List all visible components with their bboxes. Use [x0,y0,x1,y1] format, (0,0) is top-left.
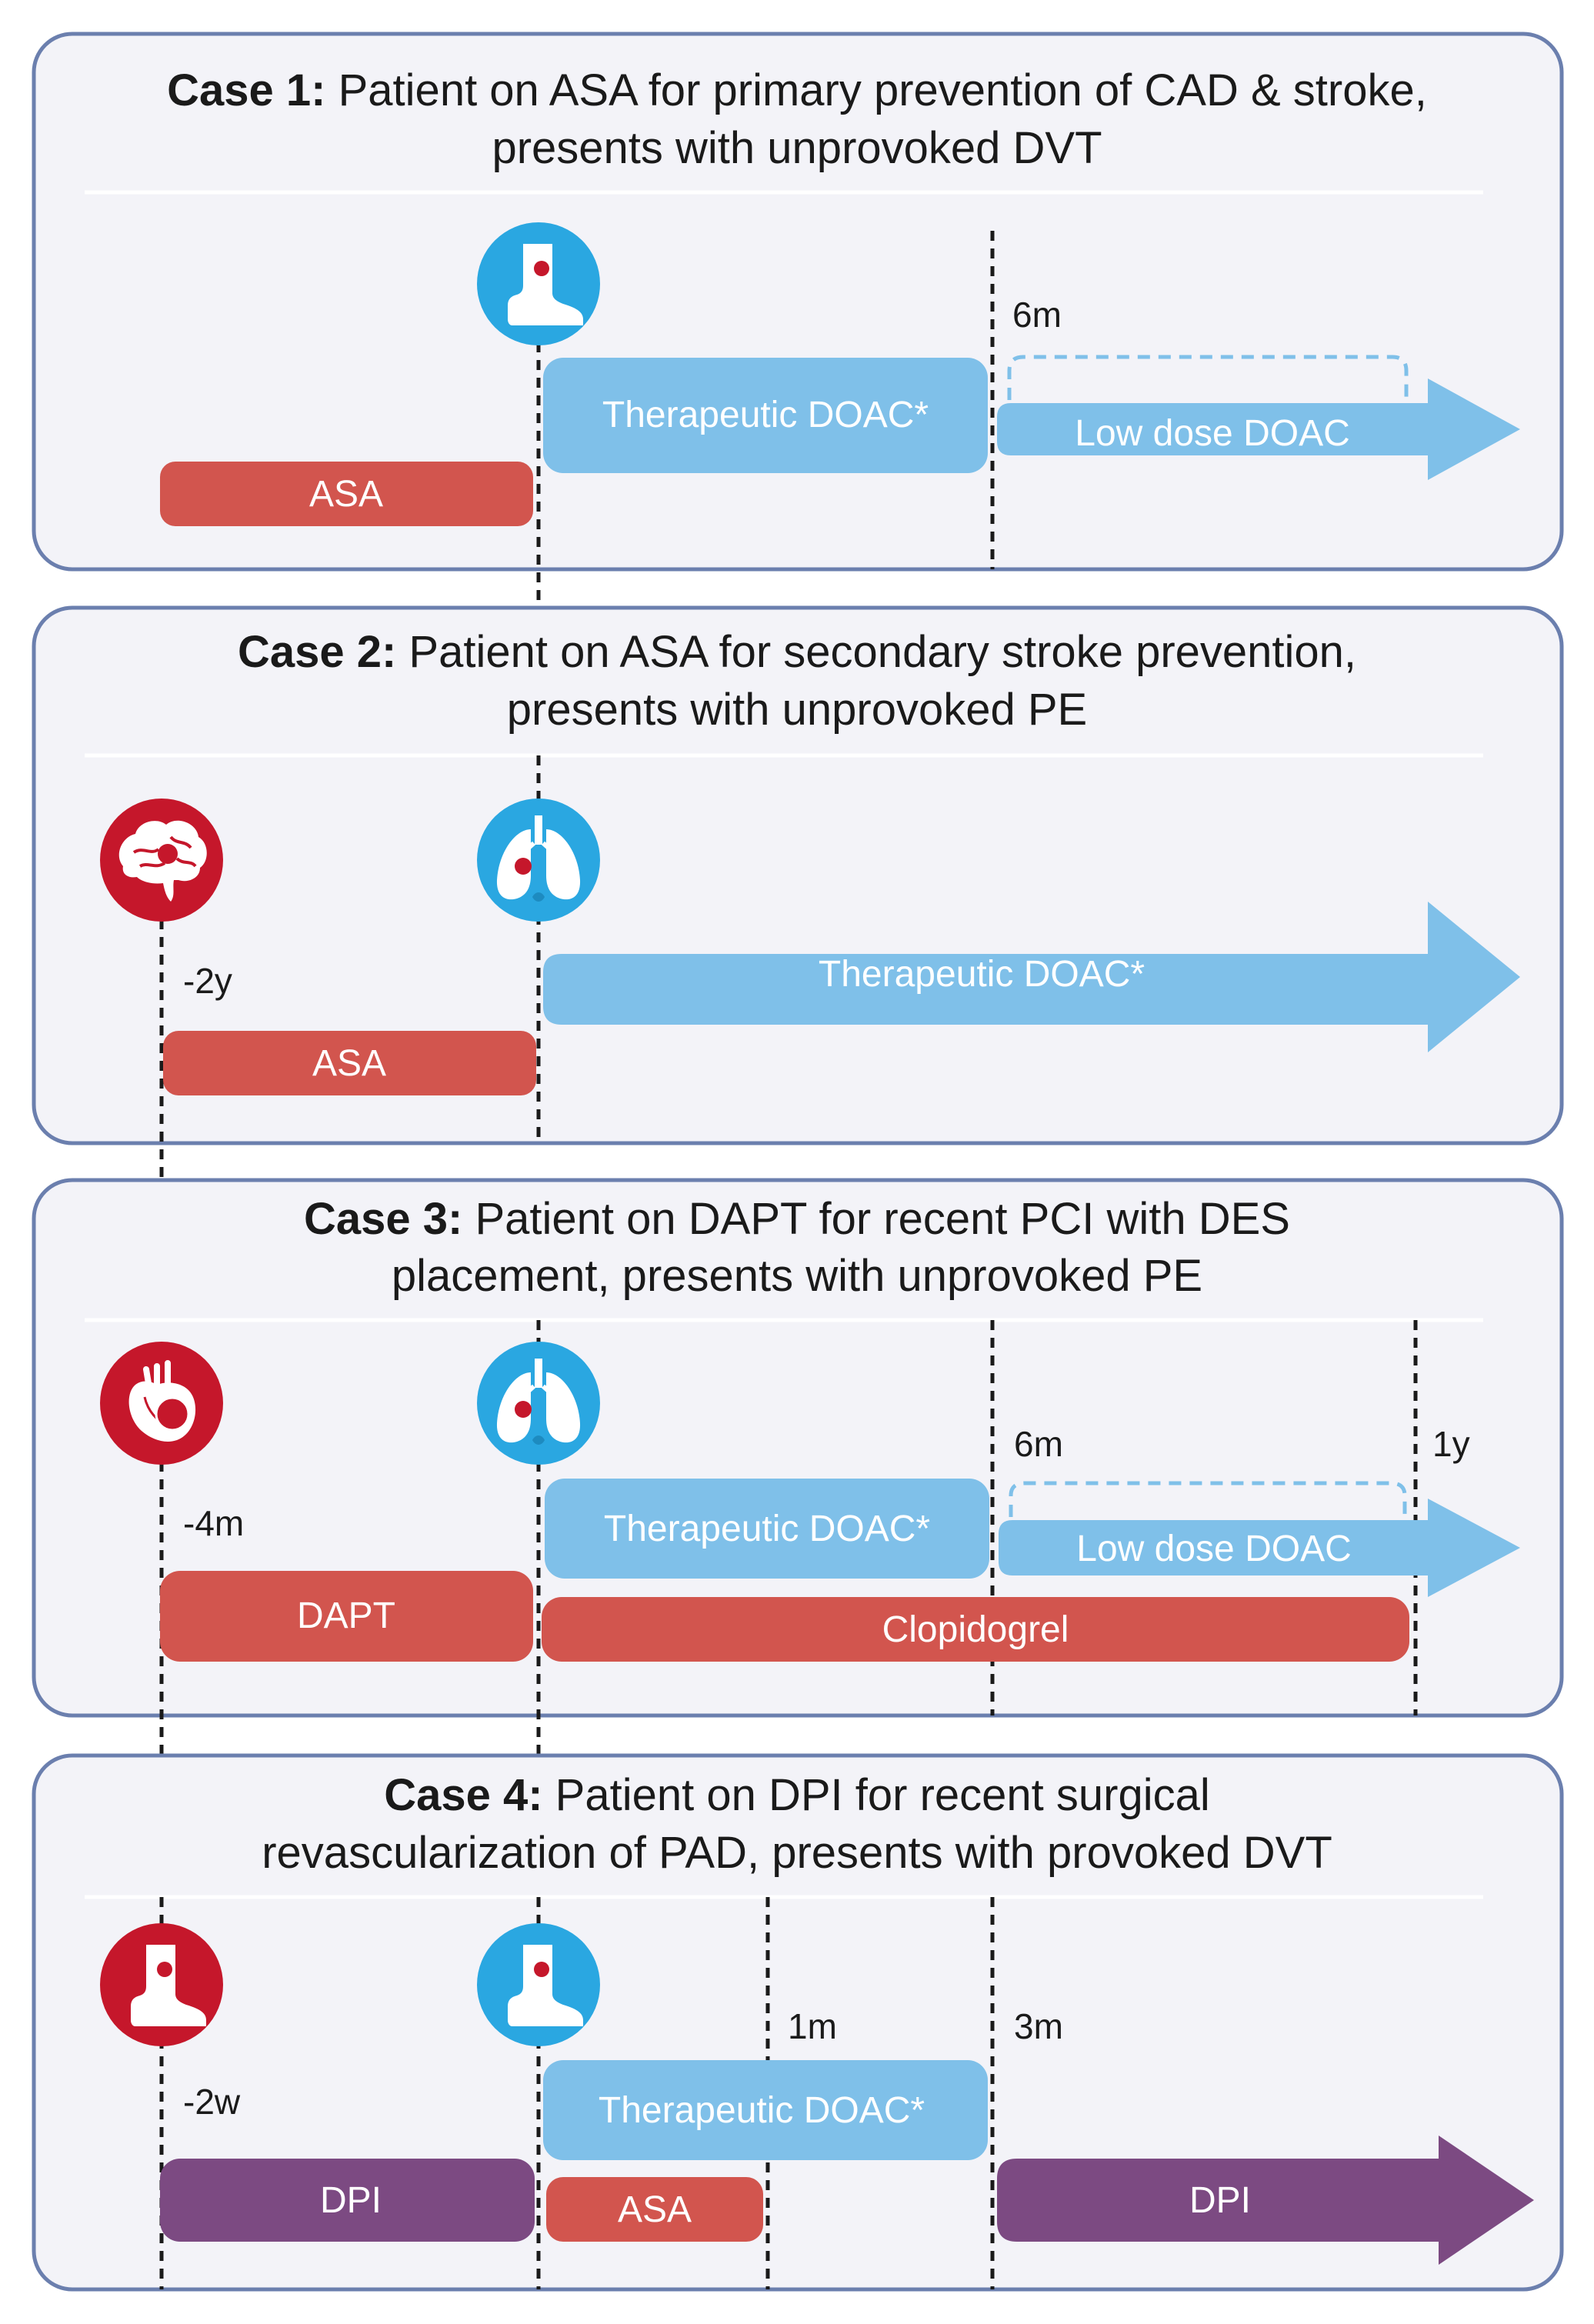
arrow-low-dose-doac [997,378,1520,480]
case-1-title: Case 1: Patient on ASA for primary preve… [167,65,1427,115]
case-4-panel: Case 4: Patient on DPI for recent surgic… [32,1753,1564,2292]
case-3-title: Case 3: Patient on DAPT for recent PCI w… [304,1194,1290,1244]
time-label-6m: 6m [1014,1424,1063,1464]
case-2-panel: Case 2: Patient on ASA for secondary str… [32,605,1564,1186]
time-label-1y: 1y [1432,1424,1470,1464]
case-3-title-line2: placement, presents with unprovoked PE [392,1251,1202,1301]
arrow-low-dose-doac [999,1499,1520,1597]
bar-therapeutic-doac [543,358,988,473]
arrow-dpi-after [997,2136,1534,2265]
bar-dapt [160,1571,533,1662]
heart-icon [100,1342,223,1465]
case-3-panel: Case 3: Patient on DAPT for recent PCI w… [32,1178,1564,1756]
extension-dashed-line [1007,355,1409,400]
bar-asa [546,2177,763,2242]
bar-label: ASA [312,1043,386,1084]
time-label-minus-4m: -4m [183,1503,244,1543]
bar-label: Therapeutic DOAC* [604,1509,930,1549]
case-4-title: Case 4: Patient on DPI for recent surgic… [384,1770,1210,1820]
lungs-pe-icon [477,799,600,922]
time-label-3m: 3m [1014,2006,1063,2046]
bar-label: Therapeutic DOAC* [819,954,1145,995]
bar-label: Therapeutic DOAC* [602,395,929,435]
bar-label: Therapeutic DOAC* [599,2090,925,2131]
arrow-therapeutic-doac [543,902,1520,1052]
leg-dvt-icon [477,1923,600,2046]
case-2-title-line2: presents with unprovoked PE [507,685,1087,735]
bar-therapeutic-doac [543,2060,988,2160]
extension-dashed-line [1009,1481,1407,1517]
brain-stroke-icon [100,799,223,922]
lungs-pe-icon [477,1342,600,1465]
time-label-minus-2y: -2y [183,961,232,1001]
bar-label: Low dose DOAC [1075,413,1350,454]
time-label-1m: 1m [788,2006,837,2046]
bar-label: Low dose DOAC [1076,1529,1352,1569]
bar-asa [160,462,533,526]
time-label-6m: 6m [1012,295,1062,335]
case-2-title: Case 2: Patient on ASA for secondary str… [238,627,1356,677]
case-1-title-line2: presents with unprovoked DVT [492,123,1102,173]
leg-pad-icon [100,1923,223,2046]
case-1-panel: Case 1: Patient on ASA for primary preve… [32,32,1564,612]
bar-label: DPI [1189,2180,1251,2221]
bar-label: Clopidogrel [882,1609,1069,1650]
bar-label: DAPT [297,1595,395,1636]
bar-label: ASA [618,2189,692,2230]
bar-clopidogrel [542,1597,1409,1662]
time-label-minus-2w: -2w [183,2082,241,2122]
bar-label: ASA [309,474,383,515]
bar-label: DPI [320,2180,382,2221]
leg-dvt-icon [477,222,600,345]
case-4-title-line2: revascularization of PAD, presents with … [262,1828,1332,1878]
bar-therapeutic-doac [545,1479,989,1579]
bar-dpi-before [160,2159,535,2242]
bar-asa [163,1031,536,1095]
